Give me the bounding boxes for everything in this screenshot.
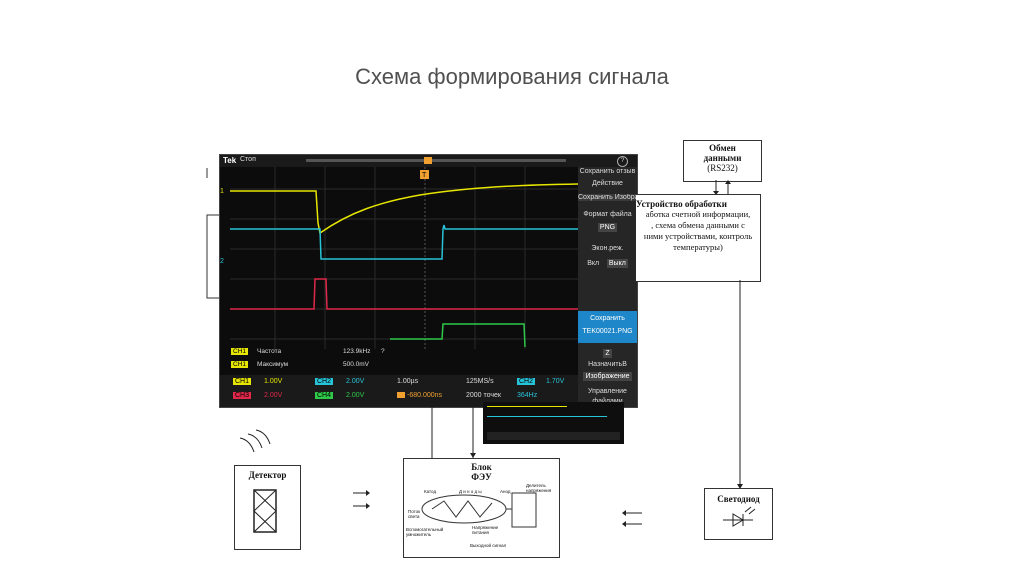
pmt-label-cathode: Катод xyxy=(424,489,436,494)
pmt-label-dynodes: Д и н о д ы xyxy=(459,489,482,494)
pmt-label-voltage: Напряжение питания xyxy=(472,525,498,535)
pmt-label-anode: Анод xyxy=(500,489,511,494)
scintillator-icon xyxy=(235,480,300,540)
led-title: Светодиод xyxy=(705,494,772,504)
pmt-label-output: Выходной сигнал xyxy=(470,543,506,548)
led-arrowhead-2 xyxy=(622,521,626,527)
detector-arrowhead-2 xyxy=(366,503,370,509)
detector-title: Детектор xyxy=(235,470,300,480)
arrow-down-head xyxy=(713,191,719,195)
detector-arrowhead-1 xyxy=(366,490,370,496)
pmt-label-aux: Вспомогательный умножитель xyxy=(406,527,443,537)
led-box: Светодиод xyxy=(704,488,773,540)
light-rays-icon xyxy=(240,430,270,452)
led-icon xyxy=(705,504,772,534)
detector-box: Детектор xyxy=(234,465,301,550)
pmt-label-light: Поток света xyxy=(408,509,420,519)
pmt-block-box: Блок ФЭУ Катод Д и н о д ы Анод Делитель… xyxy=(403,458,560,558)
arrow-up-head xyxy=(725,180,731,184)
pmt-label-divider: Делитель напряжения xyxy=(526,483,551,493)
led-arrowhead-1 xyxy=(622,510,626,516)
pmt-title: Блок ФЭУ xyxy=(404,462,559,482)
